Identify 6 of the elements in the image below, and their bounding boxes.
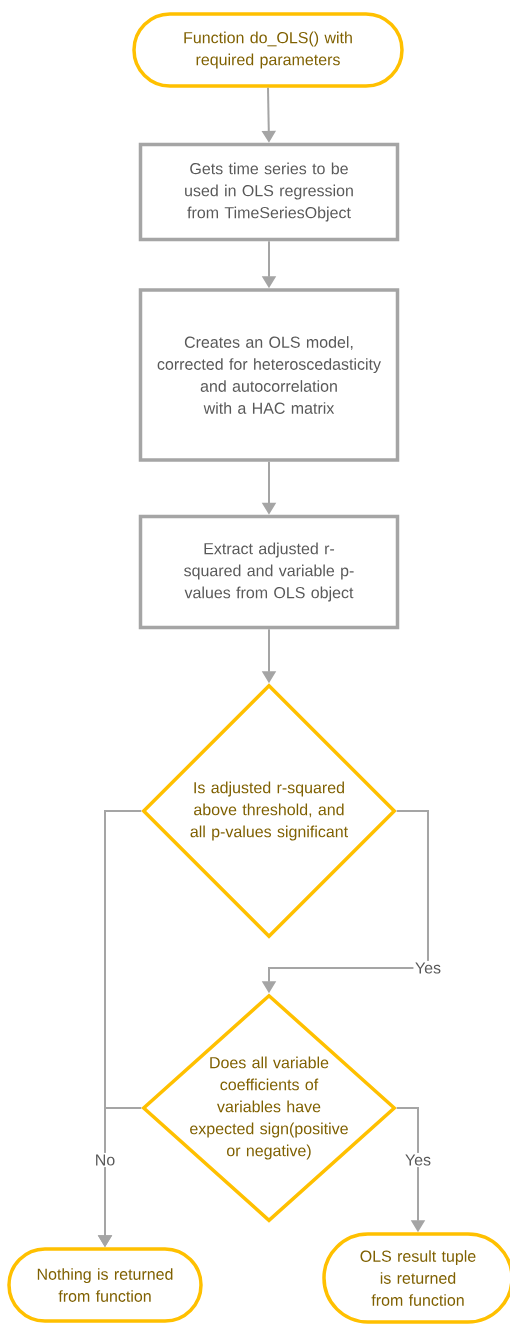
process-box: Gets time series to be used in OLS regression from TimeSeriesObject [138,142,400,242]
process-box: Creates an OLS model, corrected for heteroscedasticity and autocorrelation with a HAC matrix [138,288,400,462]
edge-label: No [93,1152,117,1168]
edge-label: Yes [413,960,443,976]
edge-label: Yes [403,1152,433,1168]
process-box: Extract adjusted r-squared and variable p-values from OLS object [138,514,400,630]
